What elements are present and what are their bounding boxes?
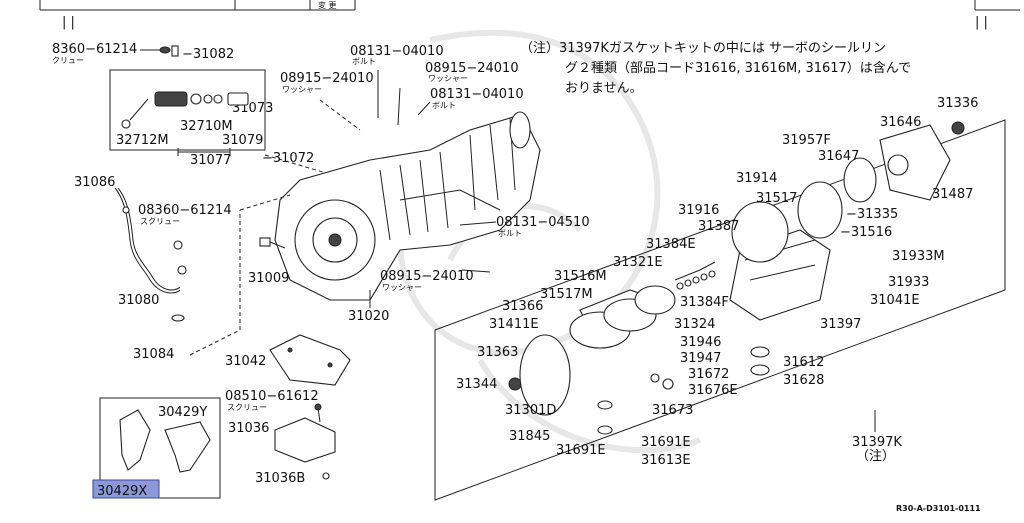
label-31676e: 31676E	[688, 383, 738, 398]
label-31517m: 31517M	[540, 287, 593, 302]
bracket-box	[99, 397, 221, 499]
label-31933: 31933	[888, 275, 929, 290]
label-31072: −31072	[262, 151, 314, 166]
label-screw-jp-c: スクリュー	[227, 403, 267, 412]
stamp-label: 変 更	[318, 0, 337, 10]
label-31020: 31020	[348, 309, 389, 324]
label-31691e-a: 31691E	[641, 435, 691, 450]
label-30429y: 30429Y	[158, 405, 207, 420]
label-31041e: 31041E	[870, 293, 920, 308]
label-31363: 31363	[477, 345, 518, 360]
label-32712m: 32712M	[116, 133, 169, 148]
label-washer-jp-b: ワッシャー	[428, 74, 468, 83]
label-31082: −31082	[182, 47, 234, 62]
label-31397k-note: （注）	[856, 449, 895, 464]
label-31947: 31947	[680, 351, 721, 366]
transmission-case-icon	[274, 111, 541, 301]
label-31647: 31647	[818, 149, 859, 164]
header-strip: 変 更 | | | |	[39, 0, 1020, 30]
label-washer-jp-a: ワッシャー	[282, 85, 322, 94]
label-31672: 31672	[688, 367, 729, 382]
label-31933m: 31933M	[892, 249, 945, 264]
label-bolt-jp-c: ボルト	[498, 229, 522, 238]
tick-marks-right: | |	[975, 15, 988, 30]
label-31036: 31036	[228, 421, 269, 436]
label-31397: 31397	[820, 317, 861, 332]
note-block: （注）31397Kガスケットキットの中には サーボのシールリン グ２種類（部品コ…	[520, 41, 911, 96]
note-line-2: グ２種類（部品コード31616, 31616M, 31617）は含んで	[565, 60, 911, 76]
label-31335: −31335	[846, 207, 898, 222]
label-31301d: 31301D	[505, 403, 556, 418]
cover-plate-icon	[269, 334, 351, 386]
label-31077: 31077	[190, 153, 231, 168]
label-30429x[interactable]: 30429X	[97, 484, 147, 499]
note-line-1: （注）31397Kガスケットキットの中には サーボのシールリン	[520, 41, 886, 56]
label-31321e: 31321E	[613, 255, 663, 270]
label-31036b: 31036B	[255, 471, 305, 486]
note-line-3: おりません。	[565, 81, 643, 96]
subassembly-box	[109, 69, 266, 151]
label-bolt-jp-a: ボルト	[352, 57, 376, 66]
label-31384f: 31384F	[680, 295, 729, 310]
label-31042: 31042	[225, 354, 266, 369]
label-31080: 31080	[118, 293, 159, 308]
label-31084: 31084	[133, 347, 174, 362]
label-31646: 31646	[880, 115, 921, 130]
label-08360-61214-b: 08360−61214	[138, 203, 232, 218]
label-31516m: 31516M	[554, 269, 607, 284]
label-31914: 31914	[736, 171, 777, 186]
label-08915-24010-a: 08915−24010	[280, 71, 374, 86]
label-31411e: 31411E	[489, 317, 539, 332]
label-31344: 31344	[456, 377, 497, 392]
label-08131-04010-b: 08131−04010	[430, 87, 524, 102]
label-31957f: 31957F	[782, 133, 831, 148]
label-31336: 31336	[937, 96, 978, 111]
label-08131-04510: 08131−04510	[496, 215, 590, 230]
label-31387: 31387	[698, 219, 739, 234]
bracket-icon	[119, 409, 211, 473]
label-31384e: 31384E	[646, 237, 696, 252]
label-31691e-b: 31691E	[556, 443, 606, 458]
tick-marks-left: | |	[62, 15, 75, 30]
reference-code: R30-A-D3101-0111	[896, 504, 981, 513]
valve-body-icon	[508, 121, 965, 435]
label-31612: 31612	[783, 355, 824, 370]
label-washer-jp-c: ワッシャー	[382, 283, 422, 292]
drain-bolt-icon	[259, 237, 286, 249]
highlight-30429x	[92, 479, 160, 499]
label-31366: 31366	[502, 299, 543, 314]
label-31613e: 31613E	[641, 453, 691, 468]
label-bolt-jp-b: ボルト	[432, 101, 456, 110]
label-32710m: 32710M	[180, 119, 233, 134]
label-31397k: 31397K	[852, 435, 902, 450]
clip-icon	[171, 45, 179, 57]
label-31946: 31946	[680, 335, 721, 350]
label-31009: 31009	[248, 271, 289, 286]
label-31324: 31324	[674, 317, 715, 332]
computer-module-icon	[274, 403, 336, 480]
label-31845: 31845	[509, 429, 550, 444]
label-31086: 31086	[74, 175, 115, 190]
label-screw-jp-b: スクリュー	[140, 217, 180, 226]
label-31916: 31916	[678, 203, 719, 218]
label-31487: 31487	[932, 187, 973, 202]
solenoid-group	[121, 91, 249, 129]
label-08510-61612: 08510−61612	[225, 389, 319, 404]
label-31628: 31628	[783, 373, 824, 388]
label-08131-04010-a: 08131−04010	[350, 44, 444, 59]
label-8360-61214: 8360−61214	[52, 42, 137, 57]
label-31079: 31079	[222, 133, 263, 148]
screw-icon	[159, 46, 171, 54]
label-08915-24010-b: 08915−24010	[425, 61, 519, 76]
label-31517: 31517	[756, 191, 797, 206]
label-8360-jp: クリュー	[52, 56, 84, 65]
oil-tube-icon	[114, 187, 187, 294]
label-31516: −31516	[840, 225, 892, 240]
o-ring-icon	[171, 314, 185, 322]
label-31673: 31673	[652, 403, 693, 418]
label-08915-24010-c: 08915−24010	[380, 269, 474, 284]
